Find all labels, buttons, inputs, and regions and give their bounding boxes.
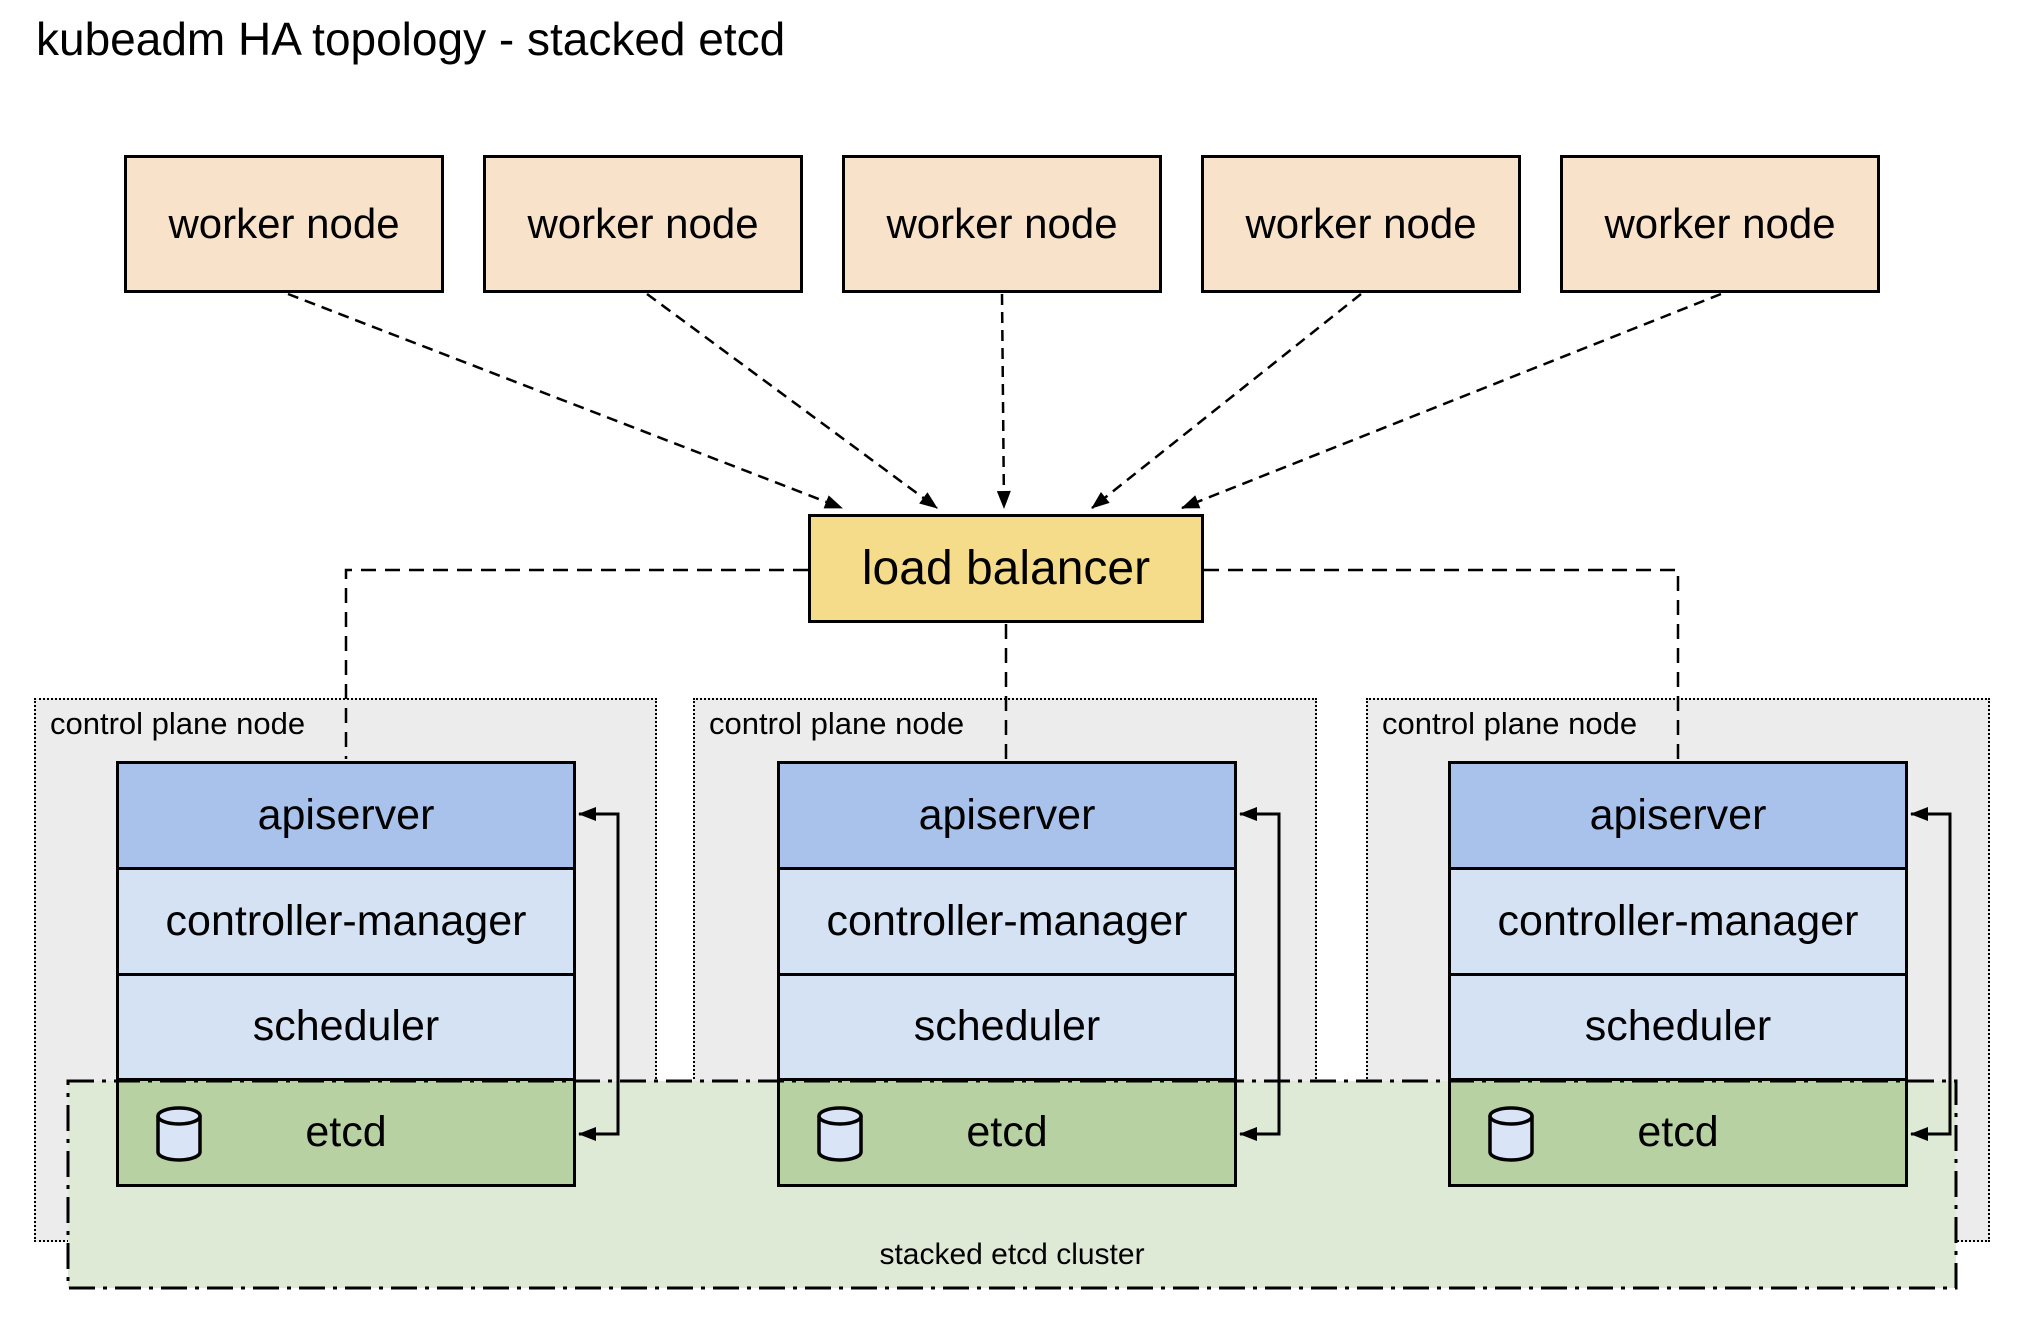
component-row-scheduler: scheduler [1451, 972, 1905, 1079]
worker-node-box: worker node [842, 155, 1162, 293]
worker-node-label: worker node [168, 200, 400, 247]
load-balancer-box: load balancer [808, 514, 1204, 623]
component-label: apiserver [257, 790, 435, 839]
component-row-apiserver: apiserver [1451, 764, 1905, 867]
component-label: apiserver [918, 790, 1096, 839]
worker-node-box: worker node [1560, 155, 1880, 293]
worker-to-lb-arrow [287, 292, 843, 510]
database-cylinder-icon [817, 1106, 863, 1162]
worker-to-lb-arrow [1181, 292, 1722, 510]
component-row-controller-manager: controller-manager [780, 866, 1234, 973]
worker-node-box: worker node [1201, 155, 1521, 293]
component-label: etcd [305, 1108, 387, 1157]
control-plane-component-stack: apiserver controller-manager scheduler e… [777, 761, 1237, 1187]
component-row-etcd: etcd [780, 1078, 1234, 1184]
load-balancer-label: load balancer [861, 542, 1151, 595]
control-plane-node-label: control plane node [1382, 706, 1638, 741]
stacked-etcd-cluster-label: stacked etcd cluster [879, 1238, 1145, 1271]
worker-node-label: worker node [886, 200, 1118, 247]
worker-to-lb-arrow [646, 292, 938, 510]
worker-node-label: worker node [1245, 200, 1477, 247]
worker-node-label: worker node [1604, 200, 1836, 247]
component-row-apiserver: apiserver [780, 764, 1234, 867]
component-row-scheduler: scheduler [780, 972, 1234, 1079]
database-cylinder-icon [1488, 1106, 1534, 1162]
component-row-etcd: etcd [119, 1078, 573, 1184]
control-plane-component-stack: apiserver controller-manager scheduler e… [1448, 761, 1908, 1187]
component-label: controller-manager [826, 896, 1188, 945]
component-label: scheduler [1584, 1002, 1772, 1051]
component-row-controller-manager: controller-manager [119, 866, 573, 973]
component-label: controller-manager [165, 896, 527, 945]
component-label: etcd [966, 1108, 1048, 1157]
component-label: controller-manager [1497, 896, 1859, 945]
worker-node-box: worker node [124, 155, 444, 293]
component-label: apiserver [1589, 790, 1767, 839]
component-label: scheduler [913, 1002, 1101, 1051]
component-row-scheduler: scheduler [119, 972, 573, 1079]
component-row-etcd: etcd [1451, 1078, 1905, 1184]
component-label: etcd [1637, 1108, 1719, 1157]
worker-node-box: worker node [483, 155, 803, 293]
diagram-title: kubeadm HA topology - stacked etcd [36, 13, 786, 65]
worker-to-lb-arrow [996, 293, 1011, 509]
worker-node-label: worker node [527, 200, 759, 247]
control-plane-node-label: control plane node [50, 706, 306, 741]
component-row-apiserver: apiserver [119, 764, 573, 867]
component-row-controller-manager: controller-manager [1451, 866, 1905, 973]
database-cylinder-icon [156, 1106, 202, 1162]
worker-to-lb-arrow [1091, 293, 1362, 509]
control-plane-node-label: control plane node [709, 706, 965, 741]
control-plane-component-stack: apiserver controller-manager scheduler e… [116, 761, 576, 1187]
component-label: scheduler [252, 1002, 440, 1051]
